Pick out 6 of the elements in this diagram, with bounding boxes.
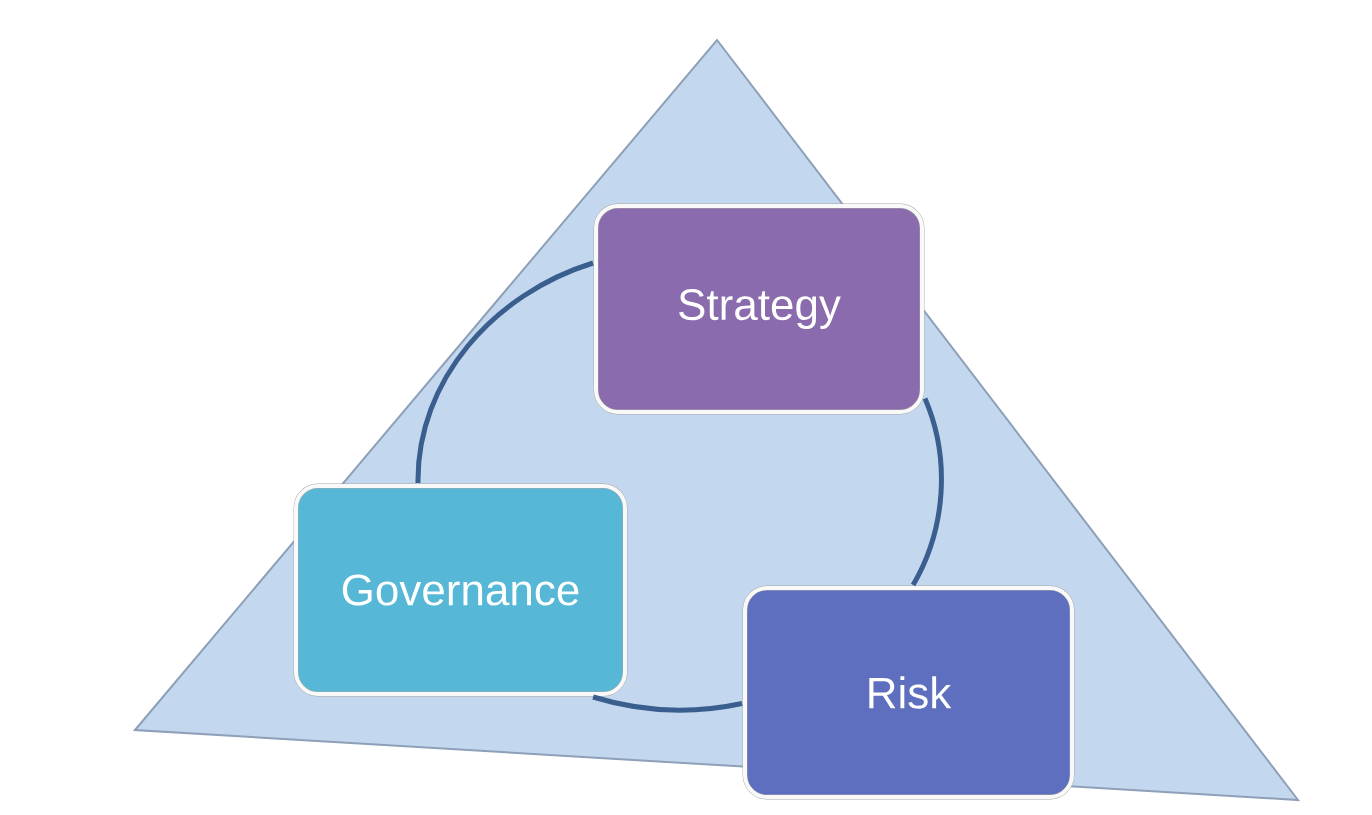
connector-arc xyxy=(910,397,944,587)
process-box: Governance xyxy=(293,483,628,697)
process-box: Risk xyxy=(742,585,1075,800)
connector-arc xyxy=(592,694,743,713)
process-box: Strategy xyxy=(593,203,925,415)
connector-arc xyxy=(415,260,594,484)
